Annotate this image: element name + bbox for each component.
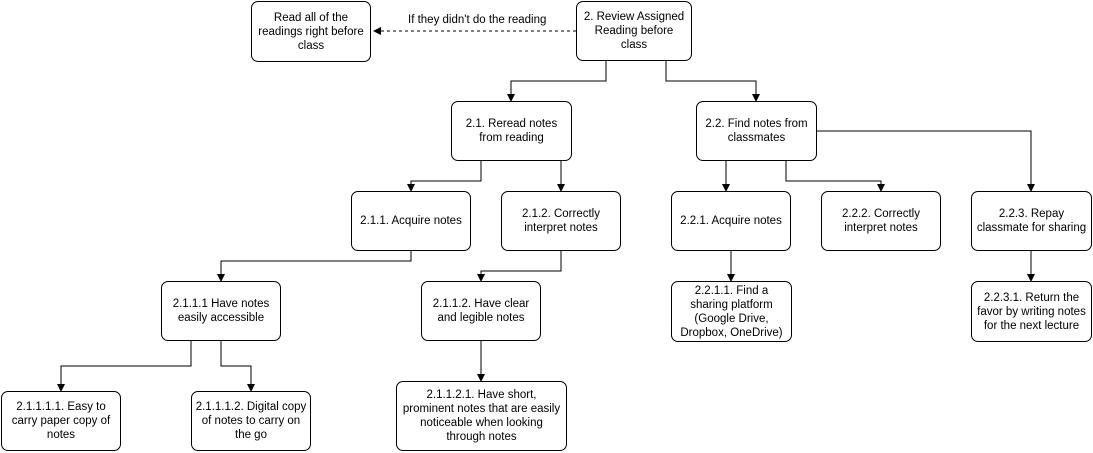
- node-2-2-3-repay-classmate: 2.2.3. Repay classmate for sharing: [971, 191, 1092, 251]
- node-2-2-1-acquire-notes: 2.2.1. Acquire notes: [671, 191, 791, 251]
- node-2-2-2-interpret-notes: 2.2.2. Correctly interpret notes: [821, 191, 941, 251]
- node-2-2-1-1-sharing-platform: 2.2.1.1. Find a sharing platform (Google…: [671, 281, 792, 342]
- edge-2-1-to-2-1-1: [407, 161, 482, 192]
- edge-2-1-1-to-2-1-1-1: [217, 251, 412, 282]
- node-2-2-find-notes: 2.2. Find notes from classmates: [696, 101, 817, 161]
- edge-2-1-2-to-2-1-1-2: [477, 251, 562, 282]
- node-2-1-1-acquire-notes: 2.1.1. Acquire notes: [351, 191, 471, 251]
- node-2-1-1-2-1-short-notes: 2.1.1.2.1. Have short, prominent notes t…: [396, 381, 567, 451]
- node-2-1-1-1-notes-accessible: 2.1.1.1 Have notes easily accessible: [161, 281, 281, 341]
- node-2-1-1-2-clear-notes: 2.1.1.2. Have clear and legible notes: [421, 281, 541, 341]
- node-2-1-reread-notes: 2.1. Reread notes from reading: [451, 101, 572, 161]
- edge-root-to-2-2: [665, 61, 760, 102]
- edge-2-1-1-1-to-2-1-1-1-2: [220, 341, 255, 392]
- node-read-before-class: Read all of the readings right before cl…: [251, 1, 371, 62]
- node-2-1-1-1-2-digital-copy: 2.1.1.1.2. Digital copy of notes to carr…: [191, 391, 311, 451]
- edge-root-to-2-1: [507, 61, 607, 102]
- node-2-2-3-1-return-favor: 2.2.3.1. Return the favor by writing not…: [971, 281, 1092, 342]
- node-2-1-2-interpret-notes: 2.1.2. Correctly interpret notes: [501, 191, 621, 251]
- edge-2-2-to-2-2-2: [785, 161, 885, 192]
- node-2-1-1-1-1-paper-copy: 2.1.1.1.1. Easy to carry paper copy of n…: [1, 391, 121, 451]
- edge-2-2-to-2-2-3: [816, 130, 1035, 192]
- edge-2-1-1-1-to-2-1-1-1-1: [57, 341, 192, 392]
- edge-label-skip-condition: If they didn't do the reading: [406, 14, 549, 26]
- node-2-review-assigned-reading: 2. Review Assigned Reading before class: [576, 1, 692, 61]
